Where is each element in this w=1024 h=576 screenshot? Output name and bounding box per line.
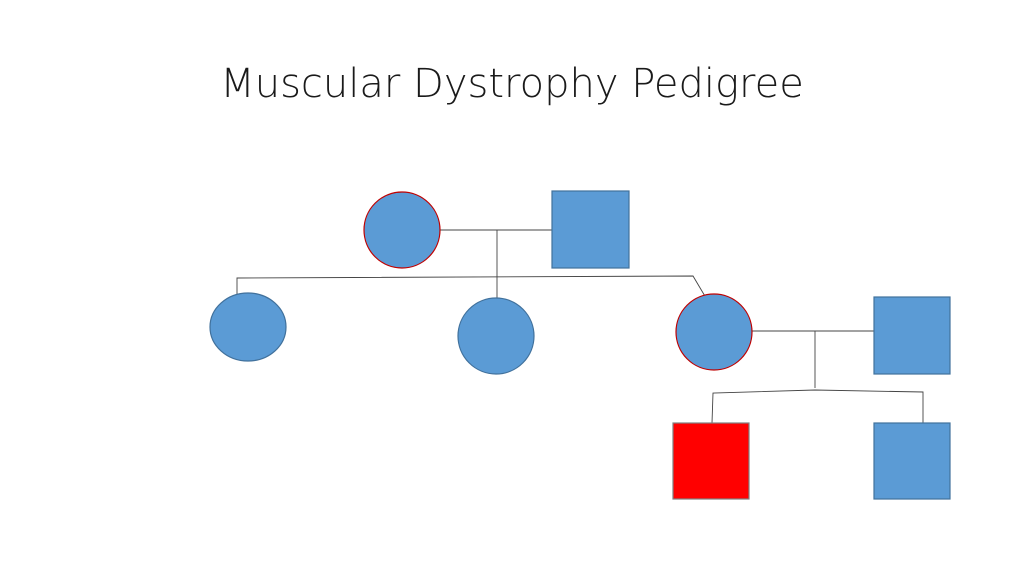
- generation-1: [363, 190, 630, 269]
- gen2-daughter-2-circle[interactable]: [457, 297, 535, 375]
- gen1-father-square[interactable]: [551, 190, 630, 269]
- gen3-son-2-square[interactable]: [873, 422, 951, 500]
- sibship-line-gen3: [711, 389, 924, 424]
- gen2-daughter-3-circle[interactable]: [675, 293, 753, 371]
- gen3-son-1-square[interactable]: [672, 422, 750, 500]
- sibship-line-gen2: [236, 275, 713, 309]
- gen1-mother-circle[interactable]: [363, 191, 441, 269]
- gen2-son-in-law-square[interactable]: [873, 296, 951, 375]
- generation-2: [209, 292, 951, 375]
- gen2-daughter-1-circle[interactable]: [209, 292, 287, 362]
- page-title: Muscular Dystrophy Pedigree: [220, 61, 804, 107]
- pedigree-lines: [236, 229, 924, 424]
- generation-3: [672, 422, 951, 500]
